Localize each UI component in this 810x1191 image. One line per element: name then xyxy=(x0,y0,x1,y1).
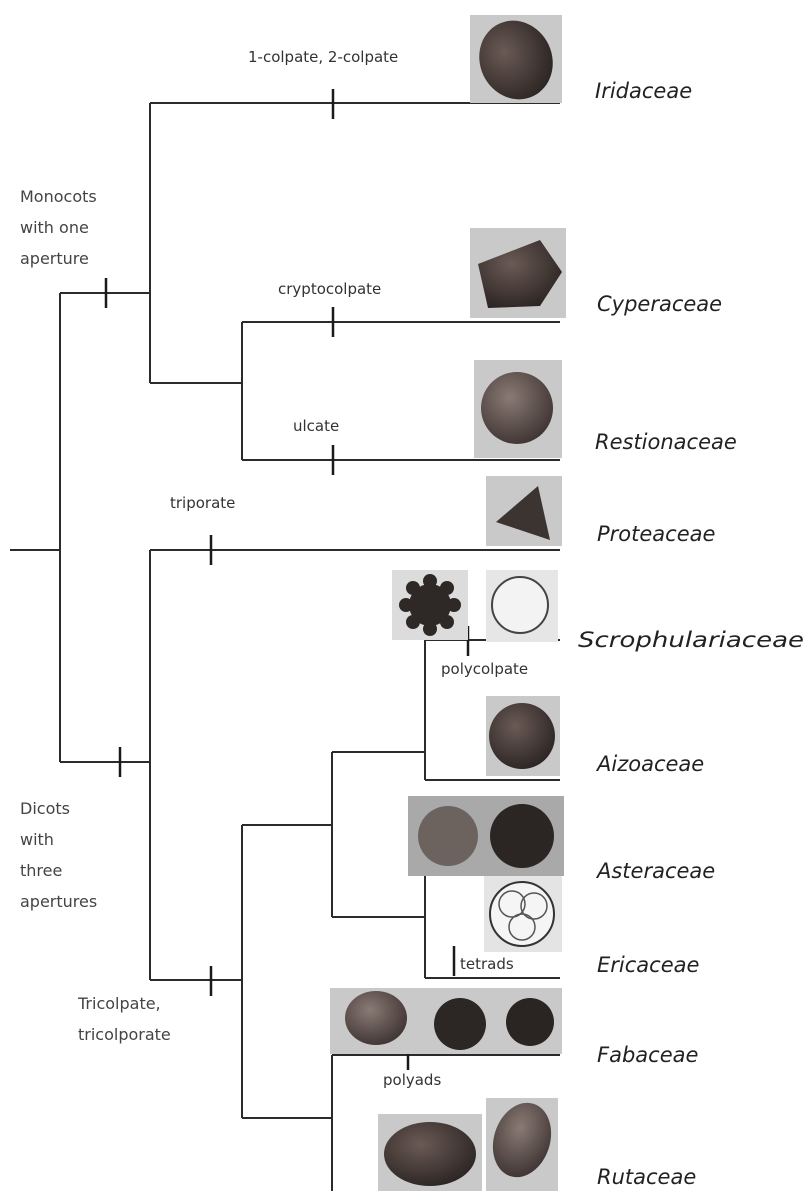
taxon-aizoaceae: Aizoaceae xyxy=(595,752,704,776)
character-labels: 1-colpate, 2-colpate cryptocolpate ulcat… xyxy=(170,48,528,1089)
taxon-labels: Iridaceae Cyperaceae Restionaceae Protea… xyxy=(578,79,804,1189)
label-polyads: polyads xyxy=(383,1071,441,1089)
label-ulcate: ulcate xyxy=(293,417,339,435)
taxon-cyperaceae: Cyperaceae xyxy=(597,292,722,316)
taxon-restionaceae: Restionaceae xyxy=(595,430,737,454)
group-monocots-line-2: with one xyxy=(20,218,89,237)
label-tetrads: tetrads xyxy=(460,955,514,973)
scrophulariaceae-pollen-grain-1 xyxy=(399,574,461,636)
label-cryptocolpate: cryptocolpate xyxy=(278,280,381,298)
fabaceae-pollen-grain-3 xyxy=(506,998,554,1046)
asteraceae-pollen-grain-2 xyxy=(490,804,554,868)
label-triporate: triporate xyxy=(170,494,235,512)
ericaceae-pollen-tetrad xyxy=(490,882,554,946)
group-labels: Monocots with one aperture Dicots with t… xyxy=(20,187,171,1044)
rutaceae-pollen-grain-1 xyxy=(384,1122,476,1186)
asteraceae-pollen-grain-1 xyxy=(418,806,478,866)
label-colpate: 1-colpate, 2-colpate xyxy=(248,48,398,66)
group-dicots-line-2: with xyxy=(20,830,54,849)
taxon-asteraceae: Asteraceae xyxy=(595,859,715,883)
group-monocots-line-3: aperture xyxy=(20,249,89,268)
group-dicots-line-3: three xyxy=(20,861,62,880)
label-polycolpate: polycolpate xyxy=(441,660,528,678)
group-dicots-line-1: Dicots xyxy=(20,799,70,818)
group-tricolpate-line-1: Tricolpate, xyxy=(77,994,161,1013)
scrophulariaceae-pollen-grain-2 xyxy=(492,577,548,633)
taxon-rutaceae: Rutaceae xyxy=(597,1165,696,1189)
group-dicots-line-4: apertures xyxy=(20,892,97,911)
taxon-scrophulariaceae: Scrophulariaceae xyxy=(578,628,804,652)
taxon-fabaceae: Fabaceae xyxy=(597,1043,698,1067)
restionaceae-pollen-grain xyxy=(481,372,553,444)
group-monocots-line-1: Monocots xyxy=(20,187,97,206)
group-tricolpate-line-2: tricolporate xyxy=(78,1025,171,1044)
pollen-images xyxy=(330,9,566,1191)
taxon-iridaceae: Iridaceae xyxy=(595,79,692,103)
taxon-ericaceae: Ericaceae xyxy=(597,953,699,977)
taxon-proteaceae: Proteaceae xyxy=(597,522,715,546)
fabaceae-pollen-grain-1 xyxy=(345,991,407,1045)
aizoaceae-pollen-grain xyxy=(489,703,555,769)
fabaceae-pollen-grain-2 xyxy=(434,998,486,1050)
